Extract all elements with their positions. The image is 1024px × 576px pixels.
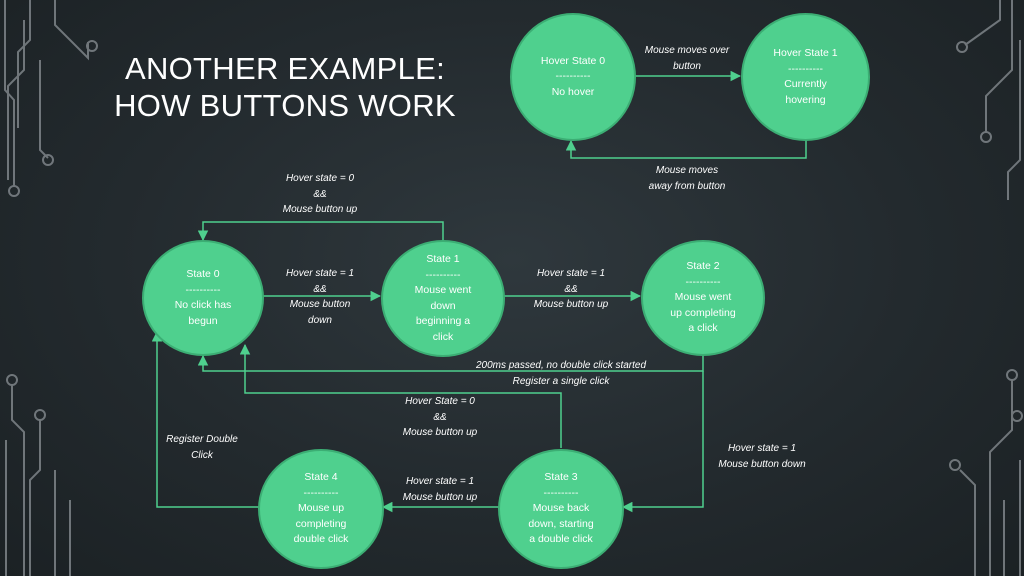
node-state-3: State 3 ---------- Mouse back down, star… xyxy=(498,449,624,569)
label-state1-to-state2: Hover state = 1 && Mouse button up xyxy=(533,268,609,310)
circuit-node xyxy=(8,185,20,197)
label-state3-to-state0: Hover State = 0 && Mouse button up xyxy=(402,396,478,438)
circuit-trace xyxy=(7,20,25,180)
circuit-trace xyxy=(4,0,15,186)
node-label: State 4 ---------- Mouse up completing d… xyxy=(293,471,349,546)
node-state-1: State 1 ---------- Mouse went down begin… xyxy=(381,240,505,357)
circuit-node xyxy=(86,40,98,52)
circuit-trace xyxy=(11,385,25,576)
label-state0-to-state1: Hover state = 1 && Mouse button down xyxy=(285,268,355,326)
circuit-node xyxy=(6,374,18,386)
edge-hover1-to-hover0 xyxy=(565,139,807,159)
node-label: Hover State 0 ---------- No hover xyxy=(540,54,606,98)
circuit-trace xyxy=(29,420,41,576)
circuit-node xyxy=(949,459,961,471)
edge-state2-to-state0 xyxy=(197,354,704,372)
node-state-4: State 4 ---------- Mouse up completing d… xyxy=(258,449,384,569)
node-label: State 1 ---------- Mouse went down begin… xyxy=(414,253,472,343)
slide-title: ANOTHER EXAMPLE: HOW BUTTONS WORK xyxy=(100,50,470,124)
circuit-node xyxy=(1006,369,1018,381)
node-state-2: State 2 ---------- Mouse went up complet… xyxy=(641,240,765,356)
circuit-node xyxy=(1011,410,1023,422)
node-state-0: State 0 ---------- No click has begun xyxy=(142,240,264,356)
label-state4-to-state0: Register Double Click xyxy=(166,434,238,461)
label-state1-to-state0: Hover state = 0 && Mouse button up xyxy=(282,173,358,215)
circuit-node xyxy=(34,409,46,421)
label-state3-to-state4: Hover state = 1 Mouse button up xyxy=(402,476,478,503)
circuit-trace xyxy=(964,0,1001,46)
circuit-trace xyxy=(1007,40,1021,200)
node-label: State 0 ---------- No click has begun xyxy=(174,268,232,327)
node-hover-state-1: Hover State 1 ---------- Currently hover… xyxy=(741,13,870,141)
slide-title-line2: HOW BUTTONS WORK xyxy=(114,88,456,123)
label-hover0-to-hover1: Mouse moves over button xyxy=(644,45,730,72)
circuit-node xyxy=(42,154,54,166)
node-label: State 3 ---------- Mouse back down, star… xyxy=(528,471,594,546)
circuit-trace xyxy=(959,469,976,576)
node-label: State 2 ---------- Mouse went up complet… xyxy=(670,260,736,335)
node-label: Hover State 1 ---------- Currently hover… xyxy=(773,47,838,106)
edge-state4-to-state0 xyxy=(151,330,259,508)
label-state2-to-state3: Hover state = 1 Mouse button down xyxy=(718,443,806,470)
edge-state3-to-state0 xyxy=(239,343,562,448)
label-state2-to-state0: 200ms passed, no double click started Re… xyxy=(475,360,647,387)
edge-state2-to-state3 xyxy=(621,371,704,513)
label-hover1-to-hover0: Mouse moves away from button xyxy=(648,165,726,192)
circuit-node xyxy=(980,131,992,143)
edge-state1-to-state0 xyxy=(197,221,444,242)
circuit-trace xyxy=(985,0,1013,132)
slide-title-line1: ANOTHER EXAMPLE: xyxy=(124,51,446,86)
circuit-trace xyxy=(989,380,1013,576)
node-hover-state-0: Hover State 0 ---------- No hover xyxy=(510,13,636,141)
circuit-node xyxy=(956,41,968,53)
